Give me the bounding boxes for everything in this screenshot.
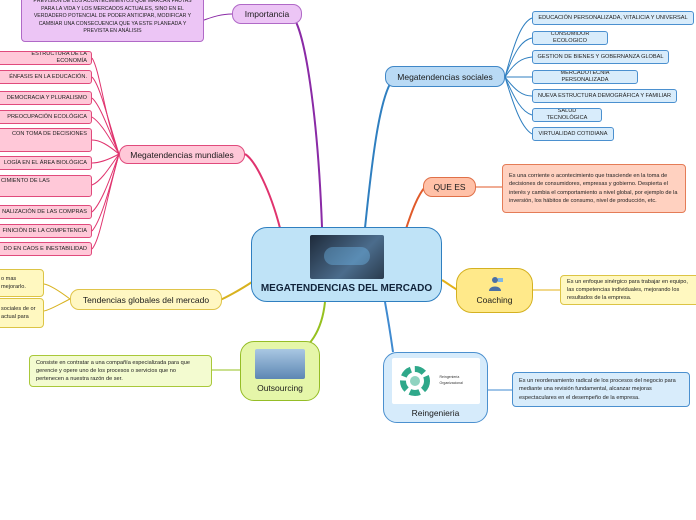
- topic-reingenieria-label: Reingenieria: [411, 407, 460, 418]
- que-es-note-text: Es una corriente o acontecimiento que tr…: [509, 173, 678, 204]
- mundiales-item-1[interactable]: ESTRUCTURA DE LA ECONOMÍA: [0, 51, 92, 65]
- mundiales-item-5[interactable]: CON TOMA DE DECISIONES: [0, 128, 92, 152]
- topic-coaching-label: Coaching: [476, 295, 513, 305]
- edge-quees: [404, 186, 426, 233]
- sociales-item-7[interactable]: VIRTUALIDAD COTIDIANA: [532, 127, 614, 141]
- mundiales-item-6[interactable]: LOGÍA EN EL ÁREA BIOLÓGICA: [0, 156, 92, 170]
- importancia-note-text: PREVISIÓN DE LOS ACONTECIMIENTOS QUE MAR…: [33, 0, 192, 35]
- reingenieria-image-caption-line-1: Reingeniería: [439, 374, 460, 379]
- reingenieria-image-caption-line-2: Organizacional: [439, 380, 463, 385]
- coaching-person-icon: [488, 277, 503, 291]
- topic-coaching[interactable]: Coaching: [456, 268, 533, 313]
- mundiales-item-7[interactable]: CIMIENTO DE LAS: [0, 175, 92, 197]
- edge-reingenieria: [384, 301, 394, 353]
- topic-que-es[interactable]: QUE ES: [423, 177, 476, 197]
- globales-note-1-text: o mas mejorarlo.: [1, 275, 26, 290]
- topic-reingenieria[interactable]: Reingeniería Organizacional Reingenieria: [383, 352, 488, 423]
- sociales-item-6[interactable]: SALUD TECNOLÓGICA: [532, 108, 602, 122]
- sociales-item-1[interactable]: EDUCACIÓN PERSONALIZADA, VITALICIA Y UNI…: [532, 11, 694, 25]
- topic-megatendencias-mundiales[interactable]: Megatendencias mundiales: [119, 145, 245, 164]
- reingenieria-note: Es un reordenamiento radical de los proc…: [512, 372, 690, 407]
- mundiales-item-7-text: CIMIENTO DE LAS: [1, 178, 50, 184]
- outsourcing-note: Consiste en contratar a una compañía esp…: [29, 355, 212, 387]
- mundiales-item-5-text: CON TOMA DE DECISIONES: [11, 131, 87, 137]
- importancia-note: PREVISIÓN DE LOS ACONTECIMIENTOS QUE MAR…: [21, 0, 204, 42]
- topic-outsourcing[interactable]: Outsourcing: [240, 341, 320, 401]
- globales-note-2: sociales de or actual para: [0, 298, 44, 328]
- sociales-item-5[interactable]: NUEVA ESTRUCTURA DEMOGRÁFICA Y FAMILIAR: [532, 89, 677, 103]
- sociales-item-2[interactable]: CONSUMIDOR ECOLOGICO: [532, 31, 608, 45]
- sociales-item-3[interactable]: GESTION DE BIENES Y GOBERNANZA GLOBAL: [532, 50, 669, 64]
- outsourcing-note-text: Consiste en contratar a una compañía esp…: [36, 359, 190, 383]
- mundiales-item-9[interactable]: FINICIÓN DE LA COMPETENCIA: [0, 224, 92, 238]
- reingenieria-note-text: Es un reordenamiento radical de los proc…: [519, 378, 676, 401]
- mundiales-item-2[interactable]: ÉNFASIS EN LA EDUCACIÓN.: [0, 70, 92, 84]
- edge-mundiales: [244, 153, 281, 229]
- coaching-note-text: Es un enfoque sinérgico para trabajar en…: [567, 278, 688, 302]
- central-topic-title: MEGATENDENCIAS DEL MERCADO: [260, 283, 433, 294]
- edge-importancia: [289, 13, 323, 228]
- globales-note-1: o mas mejorarlo.: [0, 269, 44, 297]
- central-topic[interactable]: MEGATENDENCIAS DEL MERCADO: [251, 227, 442, 302]
- globales-note-2-text: sociales de or actual para: [1, 305, 36, 320]
- outsourcing-image-icon: [255, 349, 305, 379]
- mundiales-item-8[interactable]: NALIZACIÓN DE LAS COMPRAS: [0, 205, 92, 219]
- reingenieria-image-caption: Reingeniería Organizacional: [440, 375, 463, 386]
- cycle-icon: [399, 365, 430, 396]
- topic-outsourcing-label: Outsourcing: [257, 383, 303, 393]
- coaching-note: Es un enfoque sinérgico para trabajar en…: [560, 275, 696, 305]
- market-photo-icon: [309, 235, 384, 279]
- que-es-note: Es una corriente o acontecimiento que tr…: [502, 164, 686, 213]
- mundiales-item-4[interactable]: PREOCUPACIÓN ECOLÓGICA: [0, 110, 92, 124]
- edge-globales: [219, 281, 253, 301]
- reingenieria-cycle-image-icon: Reingeniería Organizacional: [391, 357, 480, 404]
- edge-sociales: [364, 76, 396, 229]
- mundiales-item-3[interactable]: DEMOCRACIA Y PLURALISMO: [0, 91, 92, 105]
- mundiales-item-10[interactable]: DO EN CAOS E INESTABILIDAD: [0, 242, 92, 256]
- topic-importancia[interactable]: Importancia: [232, 4, 302, 24]
- topic-tendencias-globales[interactable]: Tendencias globales del mercado: [70, 289, 222, 310]
- topic-megatendencias-sociales[interactable]: Megatendencias sociales: [385, 66, 505, 87]
- sociales-item-4[interactable]: MERCADOTECNIA PERSONALIZADA: [532, 70, 638, 84]
